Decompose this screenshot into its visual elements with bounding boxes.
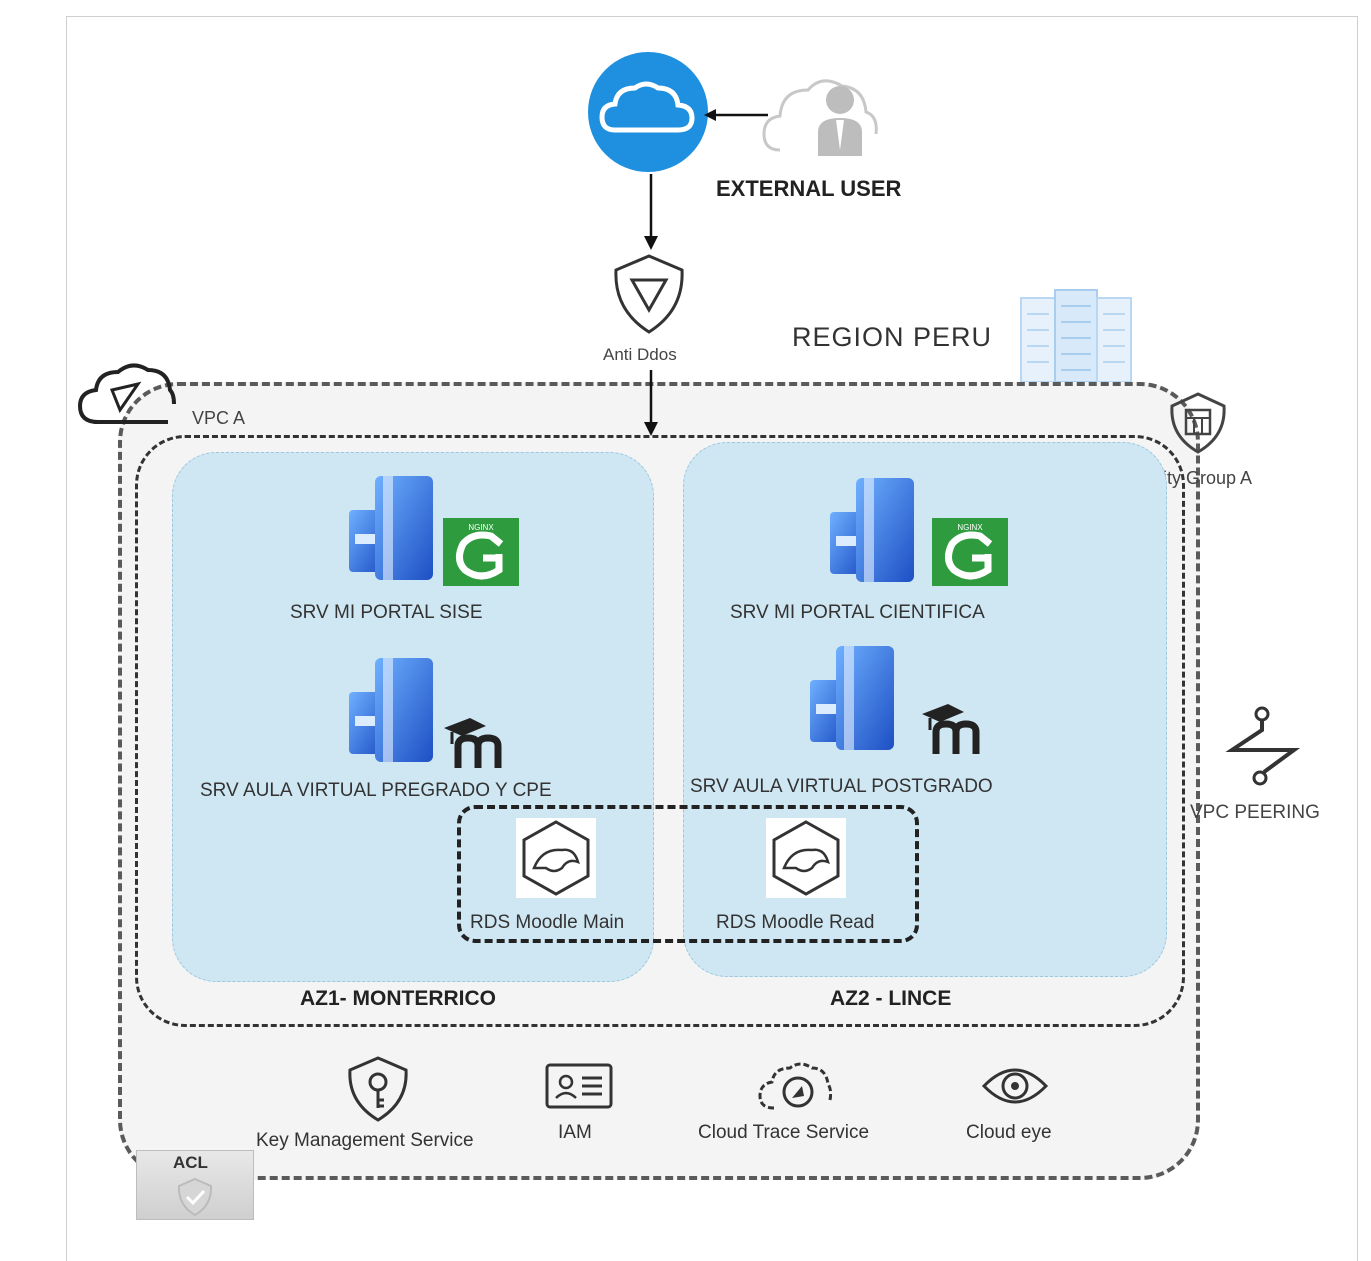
server-label-portal-sise: SRV MI PORTAL SISE xyxy=(290,602,483,623)
rds-database-icon xyxy=(766,818,846,898)
external-user-label: EXTERNAL USER xyxy=(716,176,902,201)
anti-ddos-label: Anti Ddos xyxy=(603,345,677,364)
server-icon xyxy=(830,478,914,582)
nginx-icon: NGINX xyxy=(443,518,519,586)
vpc-peering-label: VPC PEERING xyxy=(1190,802,1320,823)
moodle-icon xyxy=(444,718,502,768)
az1-label: AZ1- MONTERRICO xyxy=(300,987,496,1010)
vpc-container xyxy=(135,435,1185,1027)
region-label: REGION PERU xyxy=(792,322,993,352)
moodle-icon xyxy=(922,704,980,754)
cloud-trace-icon xyxy=(758,1062,832,1110)
service-label-cloud-eye: Cloud eye xyxy=(966,1122,1052,1143)
server-icon xyxy=(349,658,433,762)
svg-text:NGINX: NGINX xyxy=(468,523,494,532)
nginx-icon: NGINX xyxy=(932,518,1008,586)
az2-zone xyxy=(683,442,1167,977)
vpc-peering-icon xyxy=(1225,706,1301,786)
acl-shield-icon xyxy=(177,1177,213,1217)
rds-read-label: RDS Moodle Read xyxy=(716,912,875,933)
svg-text:NGINX: NGINX xyxy=(957,523,983,532)
service-label-kms: Key Management Service xyxy=(256,1130,474,1151)
rds-database-icon xyxy=(516,818,596,898)
antiddos-to-vpc-arrow xyxy=(644,370,658,436)
cloud-to-antiddos-arrow xyxy=(644,174,658,250)
service-label-iam: IAM xyxy=(558,1122,592,1143)
server-icon xyxy=(810,646,894,750)
server-label-portal-cientifica: SRV MI PORTAL CIENTIFICA xyxy=(730,602,985,623)
anti-ddos-shield-icon xyxy=(614,254,684,334)
security-group-icon xyxy=(1170,392,1226,454)
key-shield-icon xyxy=(348,1056,408,1122)
service-label-cloud-trace: Cloud Trace Service xyxy=(698,1122,870,1143)
server-icon xyxy=(349,476,433,580)
vpc-cloud-icon xyxy=(77,363,176,424)
eye-icon xyxy=(981,1068,1049,1104)
region-datacenter-icon xyxy=(1020,289,1132,383)
id-card-icon xyxy=(545,1063,613,1109)
acl-label: ACL xyxy=(173,1153,208,1172)
internet-cloud-icon xyxy=(588,52,708,172)
external-user-icon xyxy=(762,79,878,156)
vpc-label: VPC A xyxy=(192,408,246,428)
acl-box: ACL xyxy=(136,1150,254,1220)
az2-label: AZ2 - LINCE xyxy=(830,987,952,1010)
rds-group xyxy=(457,805,919,943)
server-label-aula-postgrado: SRV AULA VIRTUAL POSTGRADO xyxy=(690,776,993,797)
server-label-aula-pregrado: SRV AULA VIRTUAL PREGRADO Y CPE xyxy=(200,780,552,801)
rds-main-label: RDS Moodle Main xyxy=(470,912,625,933)
diagram-frame xyxy=(66,16,1358,1261)
user-to-cloud-arrow xyxy=(704,109,768,121)
